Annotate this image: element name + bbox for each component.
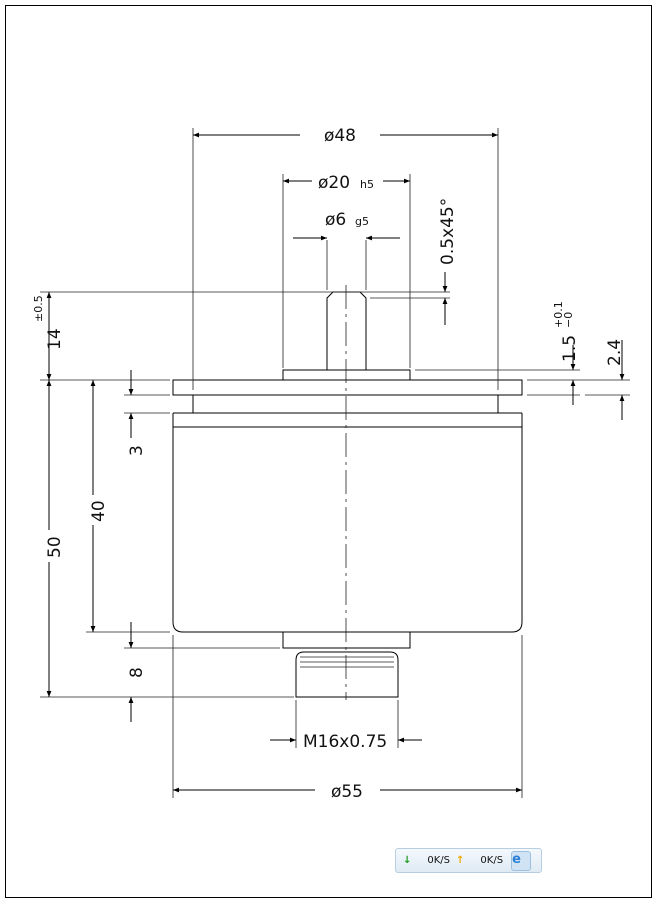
- svg-text:±0.5: ±0.5: [32, 295, 45, 322]
- svg-text:M16x0.75: M16x0.75: [303, 732, 387, 752]
- svg-text:g5: g5: [355, 215, 369, 228]
- arrow-up-icon: ↑: [456, 855, 465, 866]
- svg-text:ø48: ø48: [324, 126, 356, 146]
- svg-text:1.5: 1.5: [560, 335, 580, 362]
- dimension-d48: ø48: [192, 126, 499, 390]
- dimension-h3: 3: [124, 370, 170, 456]
- arrow-down-icon: ↓: [403, 855, 412, 866]
- upload-speed: 0K/S: [480, 855, 504, 866]
- svg-text:h5: h5: [360, 178, 374, 191]
- dimension-chamfer: 0.5x45°: [40, 198, 458, 325]
- drawing-border: [5, 5, 652, 898]
- download-speed: 0K/S: [427, 855, 451, 866]
- svg-text:2.4: 2.4: [605, 339, 625, 366]
- svg-text:40: 40: [89, 500, 109, 522]
- network-speed-widget[interactable]: ↓ 0K/S ↑ 0K/S e: [395, 848, 542, 873]
- svg-text:ø20: ø20: [318, 173, 350, 193]
- svg-text:+0.1: +0.1: [552, 301, 565, 328]
- svg-text:50: 50: [45, 536, 65, 558]
- dimension-h50: 50: [40, 380, 294, 698]
- dimension-d20: ø20 h5: [282, 173, 411, 368]
- svg-text:ø55: ø55: [331, 782, 363, 802]
- dimension-h8: 8: [124, 622, 280, 722]
- dimension-h2-4: 2.4: [585, 339, 630, 420]
- svg-text:3: 3: [127, 445, 147, 456]
- svg-text:14: 14: [45, 328, 65, 350]
- dimension-h14: 14 ±0.5: [32, 292, 170, 381]
- dimension-h1-5: 1.5 +0.1 −0: [415, 301, 630, 405]
- svg-text:0.5x45°: 0.5x45°: [438, 198, 458, 265]
- dimension-d6: ø6 g5: [293, 210, 400, 290]
- svg-text:ø6: ø6: [325, 210, 346, 230]
- encoder-part: [172, 285, 523, 700]
- svg-text:−0: −0: [562, 312, 575, 328]
- svg-text:8: 8: [127, 667, 147, 678]
- dimension-h40: 40: [86, 380, 170, 633]
- ie-icon[interactable]: e: [511, 850, 532, 871]
- dimension-d55: ø55: [172, 635, 523, 802]
- dimension-thread: M16x0.75: [270, 700, 422, 752]
